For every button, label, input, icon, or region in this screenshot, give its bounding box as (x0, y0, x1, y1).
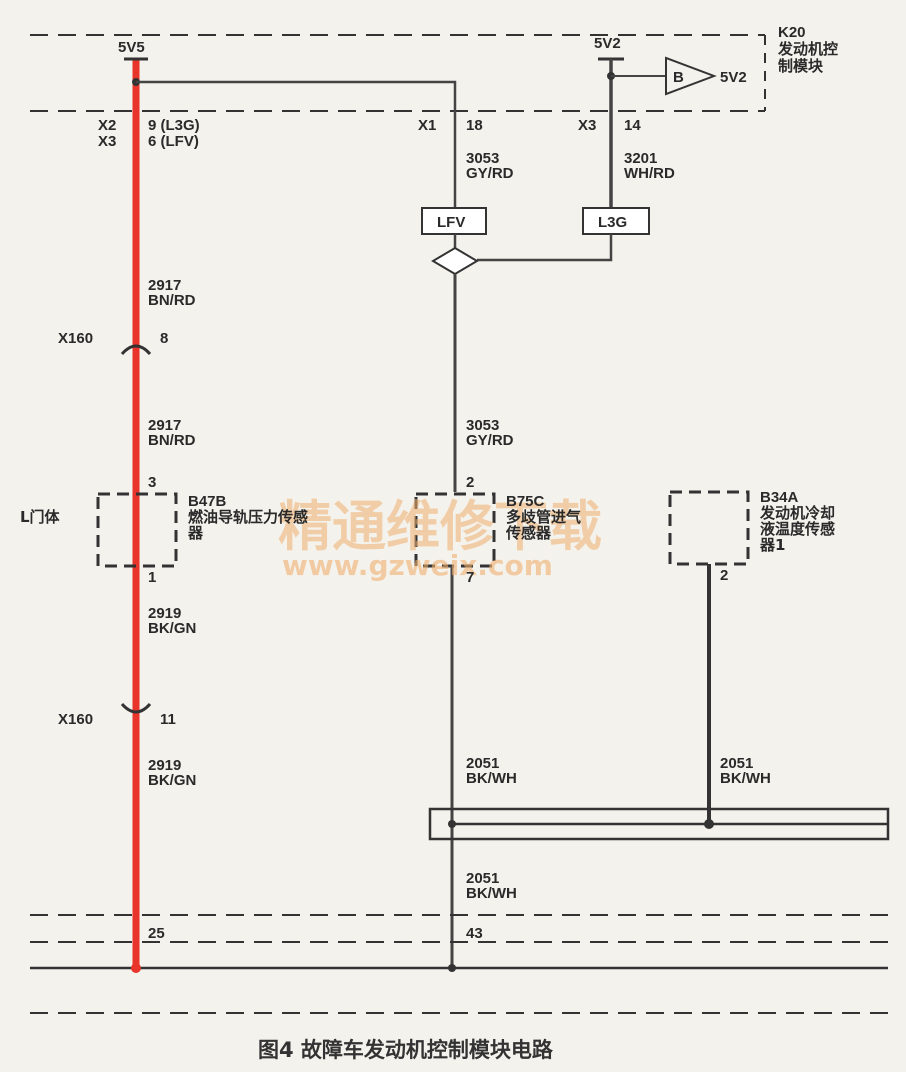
label-b34a-pin: 2 (720, 567, 728, 584)
label-w2917-b-num: 2917 (148, 417, 181, 434)
label-w2051-mid-num: 2051 (466, 755, 499, 772)
label-b34a-name-1: 发动机冷却 (759, 504, 835, 522)
label-b34a-name-3: 器1 (759, 536, 785, 554)
label-w2919-a-color: BK/GN (148, 620, 196, 637)
variant-splice-diamond-icon (431, 246, 479, 276)
label-b47b-name-2: 器 (187, 524, 204, 542)
label-b75c-name-2: 传感器 (505, 524, 552, 542)
label-b47b-pin-top: 3 (148, 474, 156, 491)
label-x160-a-pin: 8 (160, 330, 168, 347)
label-w3053-mid-num: 3053 (466, 417, 499, 434)
label-w2919-b-color: BK/GN (148, 772, 196, 789)
label-supply-5v5: 5V5 (118, 39, 145, 56)
splice-junction-b75c (448, 820, 456, 828)
label-b47b-name-1: 燃油导轨压力传感 (188, 508, 308, 526)
label-w2917-a-num: 2917 (148, 277, 181, 294)
label-w2919-a-num: 2919 (148, 605, 181, 622)
label-w3053-top-color: GY/RD (466, 165, 514, 182)
component-b34a-box (668, 490, 750, 566)
figure-caption: 图4 故障车发动机控制模块电路 (258, 1038, 554, 1062)
variant-tag-l3g (582, 207, 650, 235)
component-b47b-box (96, 492, 178, 568)
connector-x160-8-icon (120, 344, 152, 356)
label-module-name-2: 制模块 (778, 57, 824, 75)
label-x160-b: X160 (58, 711, 93, 728)
watermark-url: www.gzweix.com (282, 549, 553, 582)
label-w3201-color: WH/RD (624, 165, 675, 182)
label-bottom-pin-mid: 43 (466, 925, 483, 942)
label-w3053-top-num: 3053 (466, 150, 499, 167)
label-buffer-out: 5V2 (720, 69, 747, 86)
label-b75c-pin-bot: 7 (466, 569, 474, 586)
label-x3-pin: 6 (LFV) (148, 133, 199, 150)
label-x1-top-pin: 18 (466, 117, 483, 134)
label-x2: X2 (98, 117, 116, 134)
label-x160-a: X160 (58, 330, 93, 347)
label-b47b-ref: B47B (188, 493, 227, 510)
red-wire-end-dot (131, 963, 141, 973)
label-b47b-pin-bot: 1 (148, 569, 156, 586)
label-x3: X3 (98, 133, 116, 150)
label-w2051-right-num: 2051 (720, 755, 753, 772)
buffer-triangle-icon (665, 56, 717, 96)
label-b75c-pin-top: 2 (466, 474, 474, 491)
label-module-ref: K20 (778, 24, 806, 41)
label-w2051-bot-color: BK/WH (466, 885, 517, 902)
label-w3053-mid-color: GY/RD (466, 432, 514, 449)
component-b75c-box (414, 492, 496, 568)
label-supply-5v2: 5V2 (594, 35, 621, 52)
label-x3-top-pin: 14 (624, 117, 641, 134)
splice-junction-b34a (704, 819, 714, 829)
label-w2917-a-color: BN/RD (148, 292, 196, 309)
label-b34a-name-2: 液温度传感 (760, 520, 835, 538)
label-x3-top: X3 (578, 117, 596, 134)
wire-5v5-to-x1-18 (136, 80, 457, 210)
label-module-name-1: 发动机控 (777, 40, 838, 58)
label-w2051-bot-num: 2051 (466, 870, 499, 887)
label-b75c-name-1: 多歧管进气 (506, 508, 581, 526)
label-w2919-b-num: 2919 (148, 757, 181, 774)
label-w2917-b-color: BN/RD (148, 432, 196, 449)
label-variant-l3g: L3G (598, 214, 627, 231)
wire-l3g-to-splice (477, 234, 613, 262)
label-bottom-pin-left: 25 (148, 925, 165, 942)
watermark-cn: 精通维修下载 (278, 495, 602, 558)
label-x2-pin: 9 (L3G) (148, 117, 200, 134)
label-x1-top: X1 (418, 117, 436, 134)
label-w2051-right-color: BK/WH (720, 770, 771, 787)
label-buffer-letter: B (673, 69, 684, 86)
b75c-wire-end-dot (448, 964, 456, 972)
label-b75c-ref: B75C (506, 493, 545, 510)
connector-x160-11-icon (120, 702, 152, 714)
label-variant-lfv: LFV (437, 214, 465, 231)
label-b34a-ref: B34A (760, 489, 799, 506)
label-x160-b-pin: 11 (160, 711, 176, 728)
label-w2051-mid-color: BK/WH (466, 770, 517, 787)
label-b47b-side: L门体 (20, 508, 61, 526)
label-w3201-num: 3201 (624, 150, 657, 167)
